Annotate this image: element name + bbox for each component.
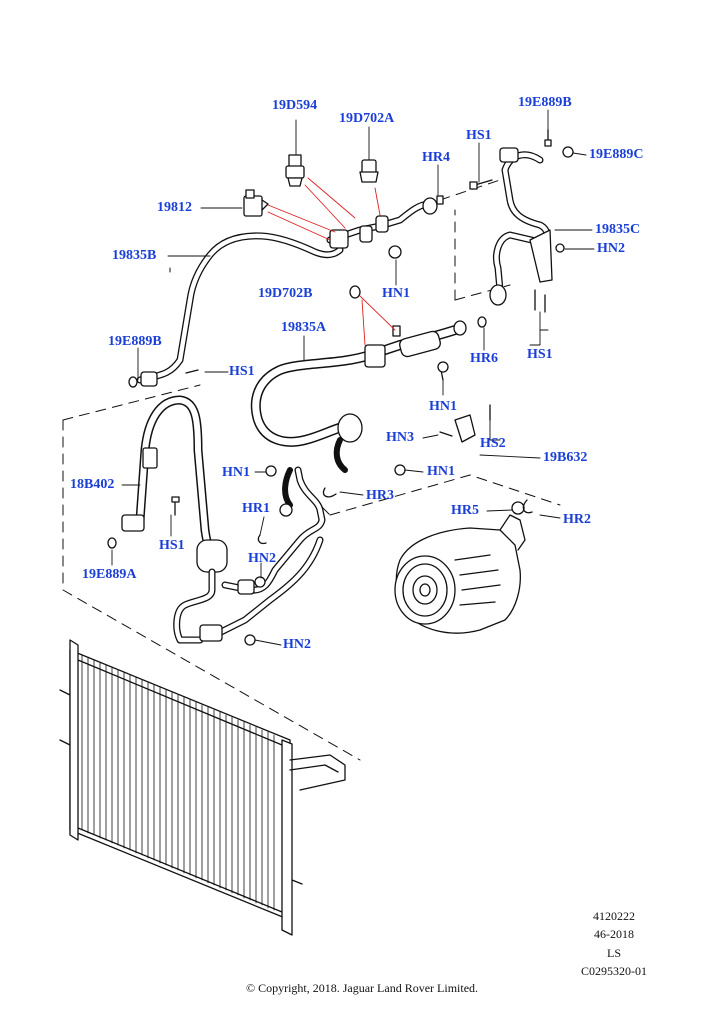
callout-19e889a: 19E889A (82, 567, 137, 582)
callout-hn2-bottom: HN2 (283, 637, 311, 652)
callout-hn1-mid: HN1 (382, 286, 410, 301)
callout-hr5: HR5 (451, 503, 479, 518)
callout-hs2: HS2 (480, 436, 506, 451)
hose-18b402 (121, 395, 217, 557)
reference-code: C0295320-01 (581, 964, 647, 978)
callout-hr4: HR4 (422, 150, 450, 165)
callout-19e889b-top: 19E889B (518, 95, 572, 110)
callout-hs1-bottom: HS1 (159, 538, 185, 553)
ac-compressor (394, 514, 526, 634)
dashed-boundary-lines (62, 179, 561, 761)
valve-19d702a (359, 159, 379, 183)
callout-hs1-bolt-right: HS1 (527, 347, 553, 362)
callout-hn2-left: HN2 (248, 551, 276, 566)
receiver-drier (173, 466, 326, 644)
callout-18b402: 18B402 (70, 477, 115, 492)
callout-19835a: 19835A (281, 320, 327, 335)
callout-hs1-left: HS1 (229, 364, 255, 379)
condenser (59, 639, 346, 936)
callout-hn1-left: HN1 (222, 465, 250, 480)
callout-hs1-top: HS1 (466, 128, 492, 143)
callout-19812: 19812 (157, 200, 192, 215)
hose-19835b (136, 232, 344, 387)
callout-hn1-low: HN1 (429, 399, 457, 414)
callout-19b632: 19B632 (543, 450, 588, 465)
callout-19e889c: 19E889C (589, 147, 644, 162)
hose-19835a (250, 320, 467, 473)
callout-hr1: HR1 (242, 501, 270, 516)
reference-model: LS (606, 946, 621, 960)
callout-hr6: HR6 (470, 351, 498, 366)
reference-date: 46-2018 (594, 927, 634, 941)
callout-hr2: HR2 (563, 512, 591, 527)
callout-19d594: 19D594 (272, 98, 318, 113)
fasteners (107, 129, 574, 646)
pipe-19835c (489, 147, 553, 306)
copyright-notice: © Copyright, 2018. Jaguar Land Rover Lim… (245, 981, 479, 995)
callout-hn3: HN3 (386, 430, 414, 445)
highlight-leader-lines (267, 177, 396, 346)
callout-19d702a: 19D702A (339, 111, 395, 126)
callout-hr3: HR3 (366, 488, 394, 503)
sensor-19812 (243, 189, 269, 217)
callout-19835c: 19835C (595, 222, 641, 237)
callout-19e889b-left: 19E889B (108, 334, 162, 349)
callout-hn2-right: HN2 (597, 241, 625, 256)
pressure-switch-19d594 (285, 154, 305, 187)
callout-19d702b: 19D702B (258, 286, 313, 301)
leader-lines (111, 109, 595, 646)
pipe-upper-assembly (326, 197, 438, 249)
callout-19835b: 19835B (112, 248, 157, 263)
reference-number: 4120222 (593, 909, 635, 923)
callout-hn1-right: HN1 (427, 464, 455, 479)
